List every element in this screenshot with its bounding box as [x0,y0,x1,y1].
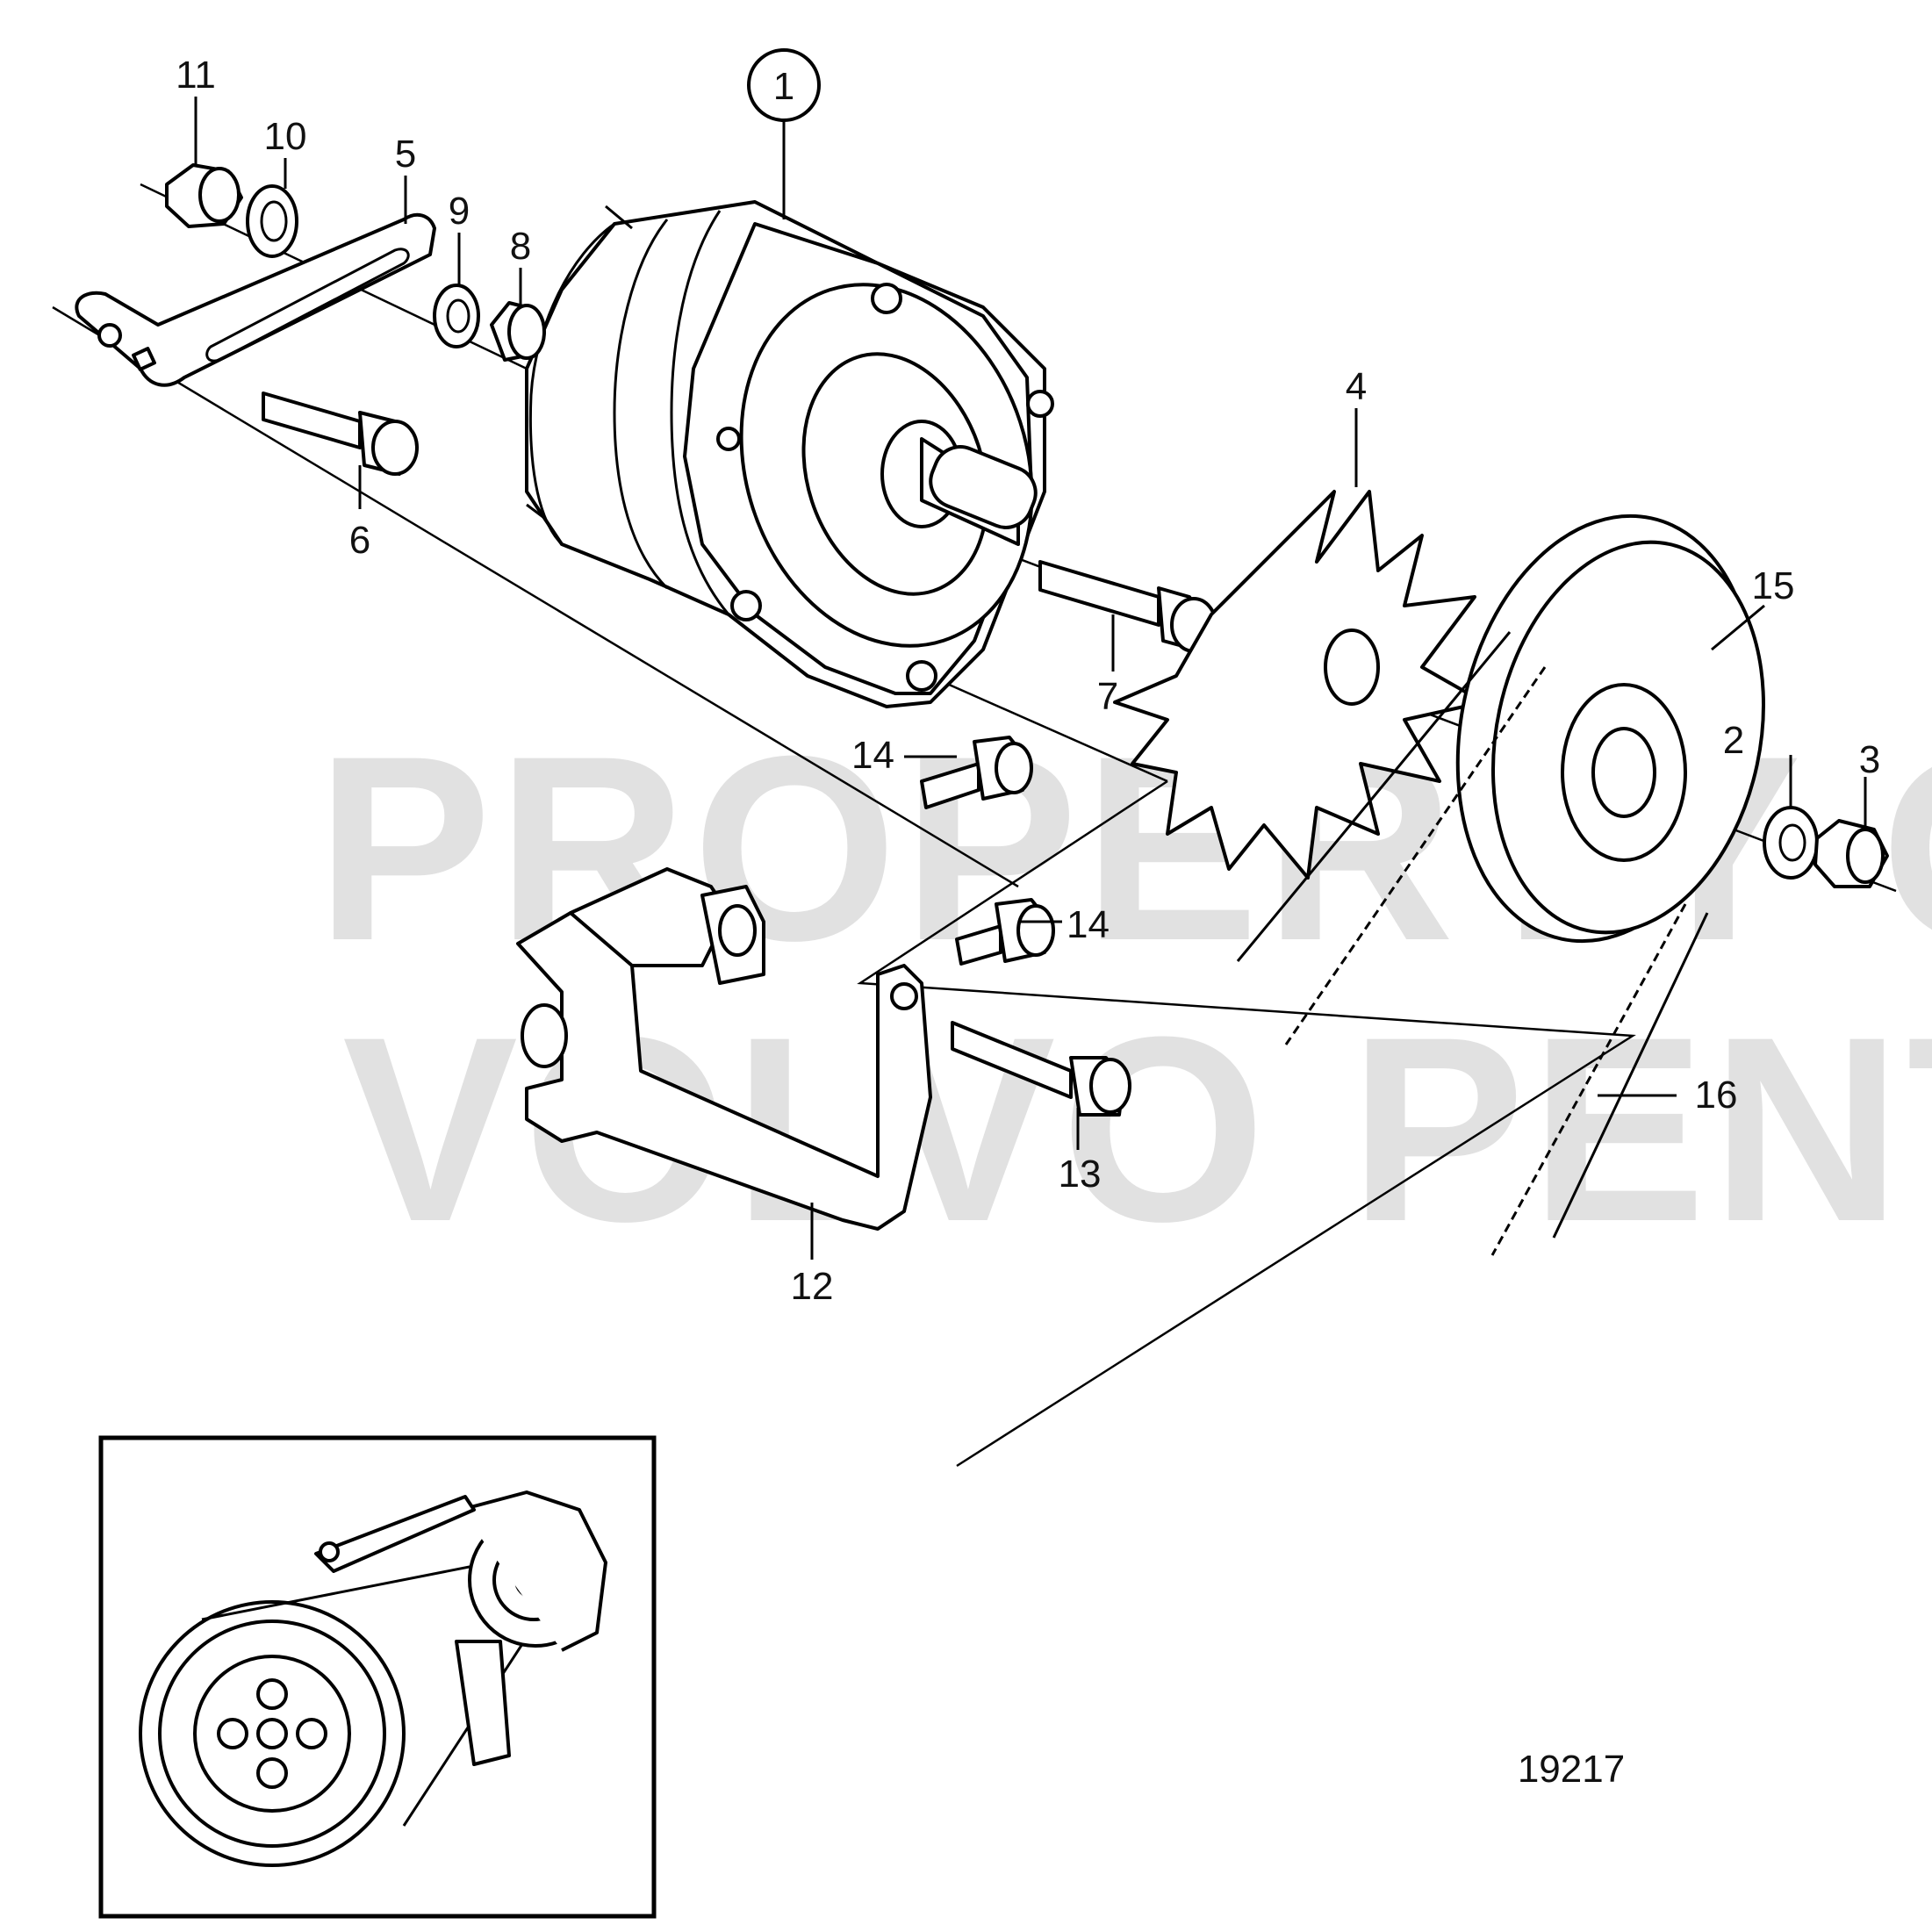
callout-label-14-upper: 14 [851,734,894,777]
callout-label-10: 10 [264,115,307,158]
bolt-7 [1038,560,1217,653]
adjustment-arm [75,212,436,387]
callout-labels: 2 3 4 5 6 7 8 9 10 11 12 13 14 14 15 16 [176,54,1880,1308]
pulley-15 [1455,514,1765,944]
callout-label-3: 3 [1859,738,1880,781]
washer-10 [246,184,298,258]
spacer-8 [490,301,546,362]
belt-16 [1236,631,1709,1256]
fan-4 [1113,490,1485,880]
callout-label-4: 4 [1346,365,1367,408]
inset-overview [98,1435,657,1919]
callout-label-14-lower: 14 [1067,903,1110,946]
alternator [525,200,1054,708]
bolt-6 [262,391,419,476]
bracket-12 [516,867,932,1231]
callout-label-6: 6 [349,519,370,562]
callout-label-13: 13 [1059,1153,1102,1196]
bolt-14-upper [920,736,1033,809]
callout-label-11: 11 [176,54,216,97]
callout-label-7: 7 [1097,675,1118,718]
callout-label-5: 5 [395,133,416,176]
callout-label-2: 2 [1723,719,1744,762]
nut-11 [165,163,243,228]
callout-label-8: 8 [510,225,531,268]
callout-label-1: 1 [773,65,794,108]
callout-1: 1 [747,48,821,219]
bolt-13 [951,1021,1131,1117]
drawing-number: 19217 [1518,1748,1625,1791]
callout-label-12: 12 [791,1265,834,1308]
bolt-14-lower [955,898,1055,966]
callout-label-9: 9 [449,190,470,233]
washer-2 [1763,806,1819,880]
callout-label-16: 16 [1695,1074,1738,1117]
nut-3 [1813,819,1889,888]
washer-9 [433,284,480,348]
callout-label-15: 15 [1752,564,1795,607]
